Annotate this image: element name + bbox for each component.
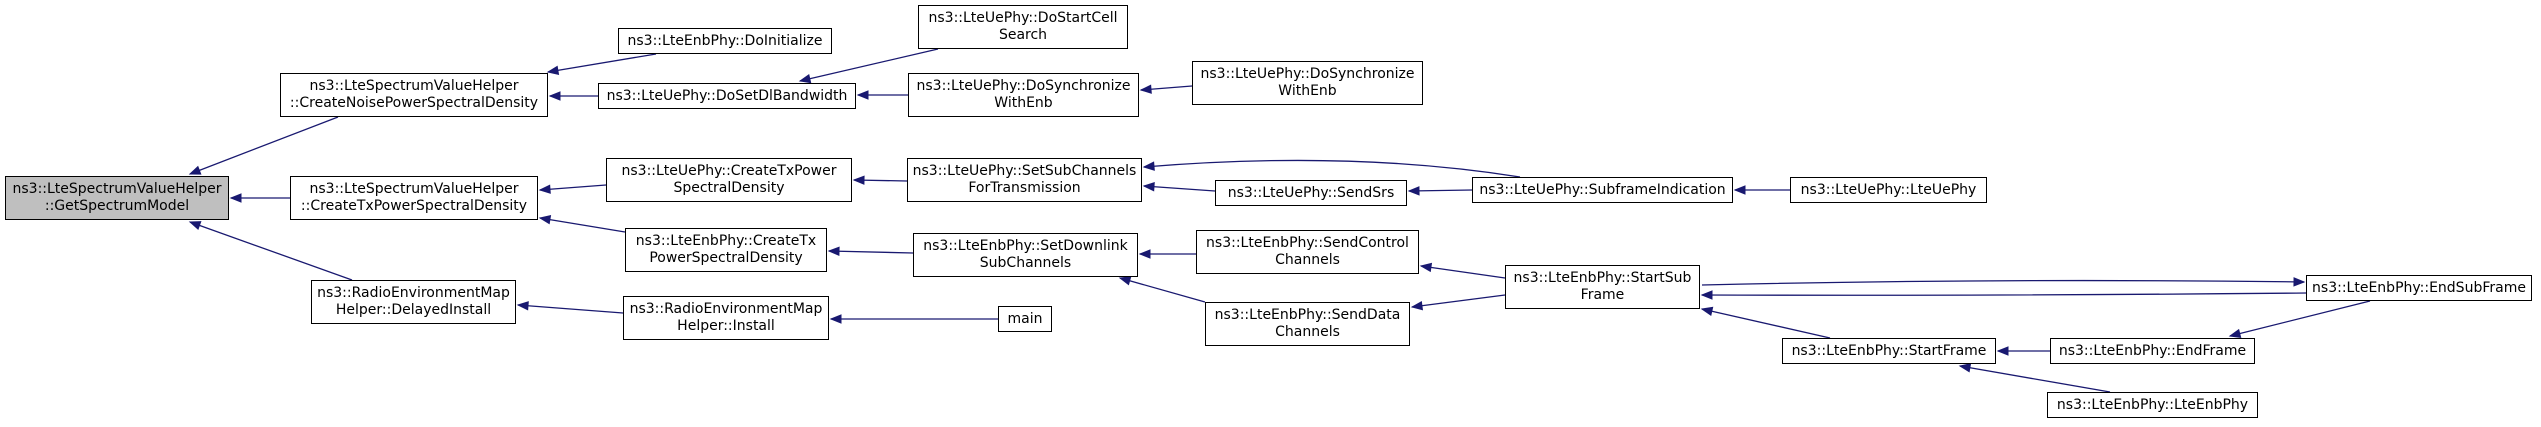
edge-noise-to-root	[188, 116, 339, 175]
node-main[interactable]: main	[998, 306, 1052, 332]
arrowhead	[188, 165, 202, 175]
arrowhead	[1407, 186, 1420, 196]
node-rem-delayed-install[interactable]: ns3::RadioEnvironmentMap Helper::Delayed…	[311, 280, 516, 324]
arrowhead	[852, 175, 865, 185]
node-enb-end-sub-frame[interactable]: ns3::LteEnbPhy::EndSubFrame	[2306, 275, 2532, 301]
edge-txpsd-to-root	[229, 193, 290, 203]
arrowhead	[856, 90, 869, 100]
node-create-tx-psd[interactable]: ns3::LteSpectrumValueHelper ::CreateTxPo…	[290, 176, 538, 220]
node-enb-end-frame[interactable]: ns3::LteEnbPhy::EndFrame	[2050, 338, 2255, 364]
arrowhead	[1142, 161, 1155, 171]
node-ue-send-srs[interactable]: ns3::LteUePhy::SendSrs	[1215, 180, 1407, 206]
node-enb-start-sub-frame[interactable]: ns3::LteEnbPhy::StartSub Frame	[1505, 265, 1700, 309]
node-enb-start-frame[interactable]: ns3::LteEnbPhy::StartFrame	[1782, 338, 1996, 364]
arrowhead	[1958, 363, 1972, 373]
node-ue-constructor[interactable]: ns3::LteUePhy::LteUePhy	[1790, 177, 1987, 203]
arrowhead	[229, 193, 242, 203]
arrowhead	[1138, 249, 1151, 259]
arrowhead	[1996, 346, 2009, 356]
edge-enb_startsub-to-enb_endsub	[1701, 277, 2306, 287]
node-ue-do-synchronize-with-enb-2[interactable]: ns3::LteUePhy::DoSynchronize WithEnb	[1192, 61, 1423, 105]
edge-enb_startsub-to-enb_senddata	[1410, 294, 1506, 311]
edge-ue_sendsrs-to-ue_setsub	[1142, 182, 1216, 192]
edge-enb_senddata-to-enb_setdl	[1118, 276, 1206, 303]
arrowhead	[538, 215, 552, 225]
node-rem-install[interactable]: ns3::RadioEnvironmentMap Helper::Install	[623, 296, 829, 340]
edge-enb_doinit-to-noise	[546, 53, 657, 75]
arrowhead	[548, 91, 561, 101]
edge-enb_sendctrl-to-enb_setdl	[1138, 249, 1196, 259]
edge-ue_dosync2-to-ue_dosync1	[1139, 84, 1193, 94]
arrowhead	[2293, 277, 2306, 287]
node-ue-do-set-dl-bandwidth[interactable]: ns3::LteUePhy::DoSetDlBandwidth	[598, 83, 856, 109]
arrowhead	[188, 221, 202, 231]
edge-ue_subframe-to-ue_sendsrs	[1407, 186, 1473, 196]
node-enb-create-tx-psd[interactable]: ns3::LteEnbPhy::CreateTx PowerSpectralDe…	[625, 228, 827, 272]
edge-enb_startsub-to-enb_sendctrl	[1419, 262, 1506, 279]
edge-enb_createtx-to-txpsd	[538, 215, 626, 233]
node-ue-do-synchronize-with-enb-1[interactable]: ns3::LteUePhy::DoSynchronize WithEnb	[908, 73, 1139, 117]
edge-enb_startframe-to-enb_startsub	[1700, 306, 1831, 339]
arrowhead	[1733, 185, 1746, 195]
arrowhead	[1700, 290, 1713, 300]
arrowhead	[2228, 328, 2242, 339]
node-get-spectrum-model: ns3::LteSpectrumValueHelper ::GetSpectru…	[5, 176, 229, 220]
node-enb-do-initialize[interactable]: ns3::LteEnbPhy::DoInitialize	[618, 28, 832, 54]
arrowhead	[798, 74, 812, 84]
edge-enb_setdl-to-enb_createtx	[827, 246, 914, 256]
edge-ue_dosetdl-to-noise	[548, 91, 598, 101]
node-ue-subframe-indication[interactable]: ns3::LteUePhy::SubframeIndication	[1472, 177, 1733, 203]
node-enb-send-data-channels[interactable]: ns3::LteEnbPhy::SendData Channels	[1205, 302, 1410, 346]
arrowhead	[516, 301, 529, 311]
arrowhead	[1142, 182, 1155, 192]
arrowhead	[1419, 262, 1433, 273]
edge-ue_dosync1-to-ue_dosetdl	[856, 90, 908, 100]
arrowhead	[827, 246, 840, 256]
arrowhead	[538, 184, 551, 194]
node-enb-constructor[interactable]: ns3::LteEnbPhy::LteEnbPhy	[2047, 392, 2258, 418]
node-enb-set-downlink-subchannels[interactable]: ns3::LteEnbPhy::SetDownlink SubChannels	[913, 233, 1138, 277]
node-enb-send-control-channels[interactable]: ns3::LteEnbPhy::SendControl Channels	[1196, 230, 1419, 274]
arrowhead	[829, 314, 842, 324]
edge-rem_delayed-to-root	[188, 221, 353, 281]
arrowhead	[546, 65, 560, 75]
arrowhead	[1700, 306, 1714, 316]
arrowhead	[1139, 84, 1152, 94]
edge-ue_subframe-to-ue_setsub	[1142, 159, 1521, 178]
edge-enb_ctor-to-enb_startframe	[1958, 363, 2111, 393]
edge-enb_endsub-to-enb_endframe	[2228, 300, 2371, 339]
edge-enb_endsub-to-enb_startsub	[1700, 290, 2307, 300]
arrowhead	[1410, 300, 1424, 311]
arrowhead	[1118, 276, 1132, 286]
edge-main-to-rem_install	[829, 314, 998, 324]
edge-ue_ctor-to-ue_subframe	[1733, 185, 1790, 195]
node-create-noise-psd[interactable]: ns3::LteSpectrumValueHelper ::CreateNois…	[280, 73, 548, 117]
node-ue-do-start-cell-search[interactable]: ns3::LteUePhy::DoStartCell Search	[918, 5, 1128, 49]
node-ue-set-sub-channels[interactable]: ns3::LteUePhy::SetSubChannels ForTransmi…	[907, 158, 1142, 202]
edge-enb_endframe-to-enb_startframe	[1996, 346, 2050, 356]
edge-rem_install-to-rem_delayed	[516, 301, 624, 314]
edge-ue_createtx-to-txpsd	[538, 184, 607, 194]
edge-ue_dostartcell-to-ue_dosetdl	[798, 48, 939, 84]
edge-ue_setsub-to-ue_createtx	[852, 175, 908, 185]
node-ue-create-tx-power-psd[interactable]: ns3::LteUePhy::CreateTxPower SpectralDen…	[606, 158, 852, 202]
